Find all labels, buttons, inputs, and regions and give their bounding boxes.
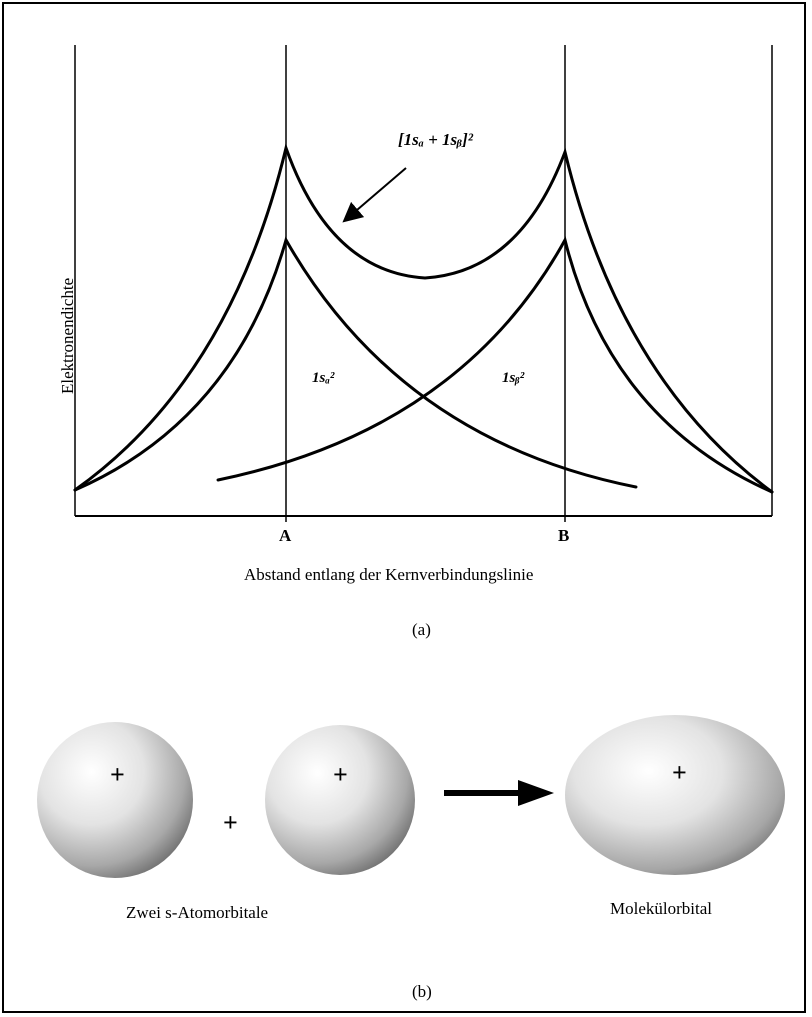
- atomic-orbital-right: [265, 725, 415, 875]
- density-curves: [73, 142, 774, 494]
- panel-a-caption: (a): [412, 620, 431, 639]
- reaction-arrow: [444, 780, 554, 806]
- x-tick-label-b: B: [558, 526, 570, 545]
- y-axis-label: Elektronendichte: [58, 277, 77, 394]
- orbital-b-label: 1sᵦ²: [502, 370, 525, 386]
- sum-formula-label: [1sₐ + 1sᵦ]²: [398, 130, 473, 149]
- nucleus-sign-left: +: [110, 760, 125, 789]
- x-axis-label: Abstand entlang der Kernverbindungslinie: [244, 565, 534, 584]
- panel-b-caption: (b): [412, 982, 432, 1001]
- orbital-a-density-curve: [73, 236, 638, 492]
- formula-arrow: [342, 167, 407, 223]
- molecular-orbital: [565, 715, 785, 875]
- orbital-a-label: 1sₐ²: [312, 370, 335, 386]
- x-tick-label-a: A: [279, 526, 292, 545]
- nucleus-sign-right: +: [333, 760, 348, 789]
- molecular-orbital-caption: Molekülorbital: [610, 899, 712, 918]
- nucleus-sign-molecule: +: [672, 758, 687, 787]
- atomic-orbitals-caption: Zwei s-Atomorbitale: [126, 903, 269, 922]
- plus-operator: +: [223, 808, 238, 837]
- orbital-b-density-curve: [216, 235, 774, 494]
- atomic-orbital-left: [37, 722, 193, 878]
- plot-axes: [74, 45, 773, 522]
- sum-density-curve: [73, 142, 774, 494]
